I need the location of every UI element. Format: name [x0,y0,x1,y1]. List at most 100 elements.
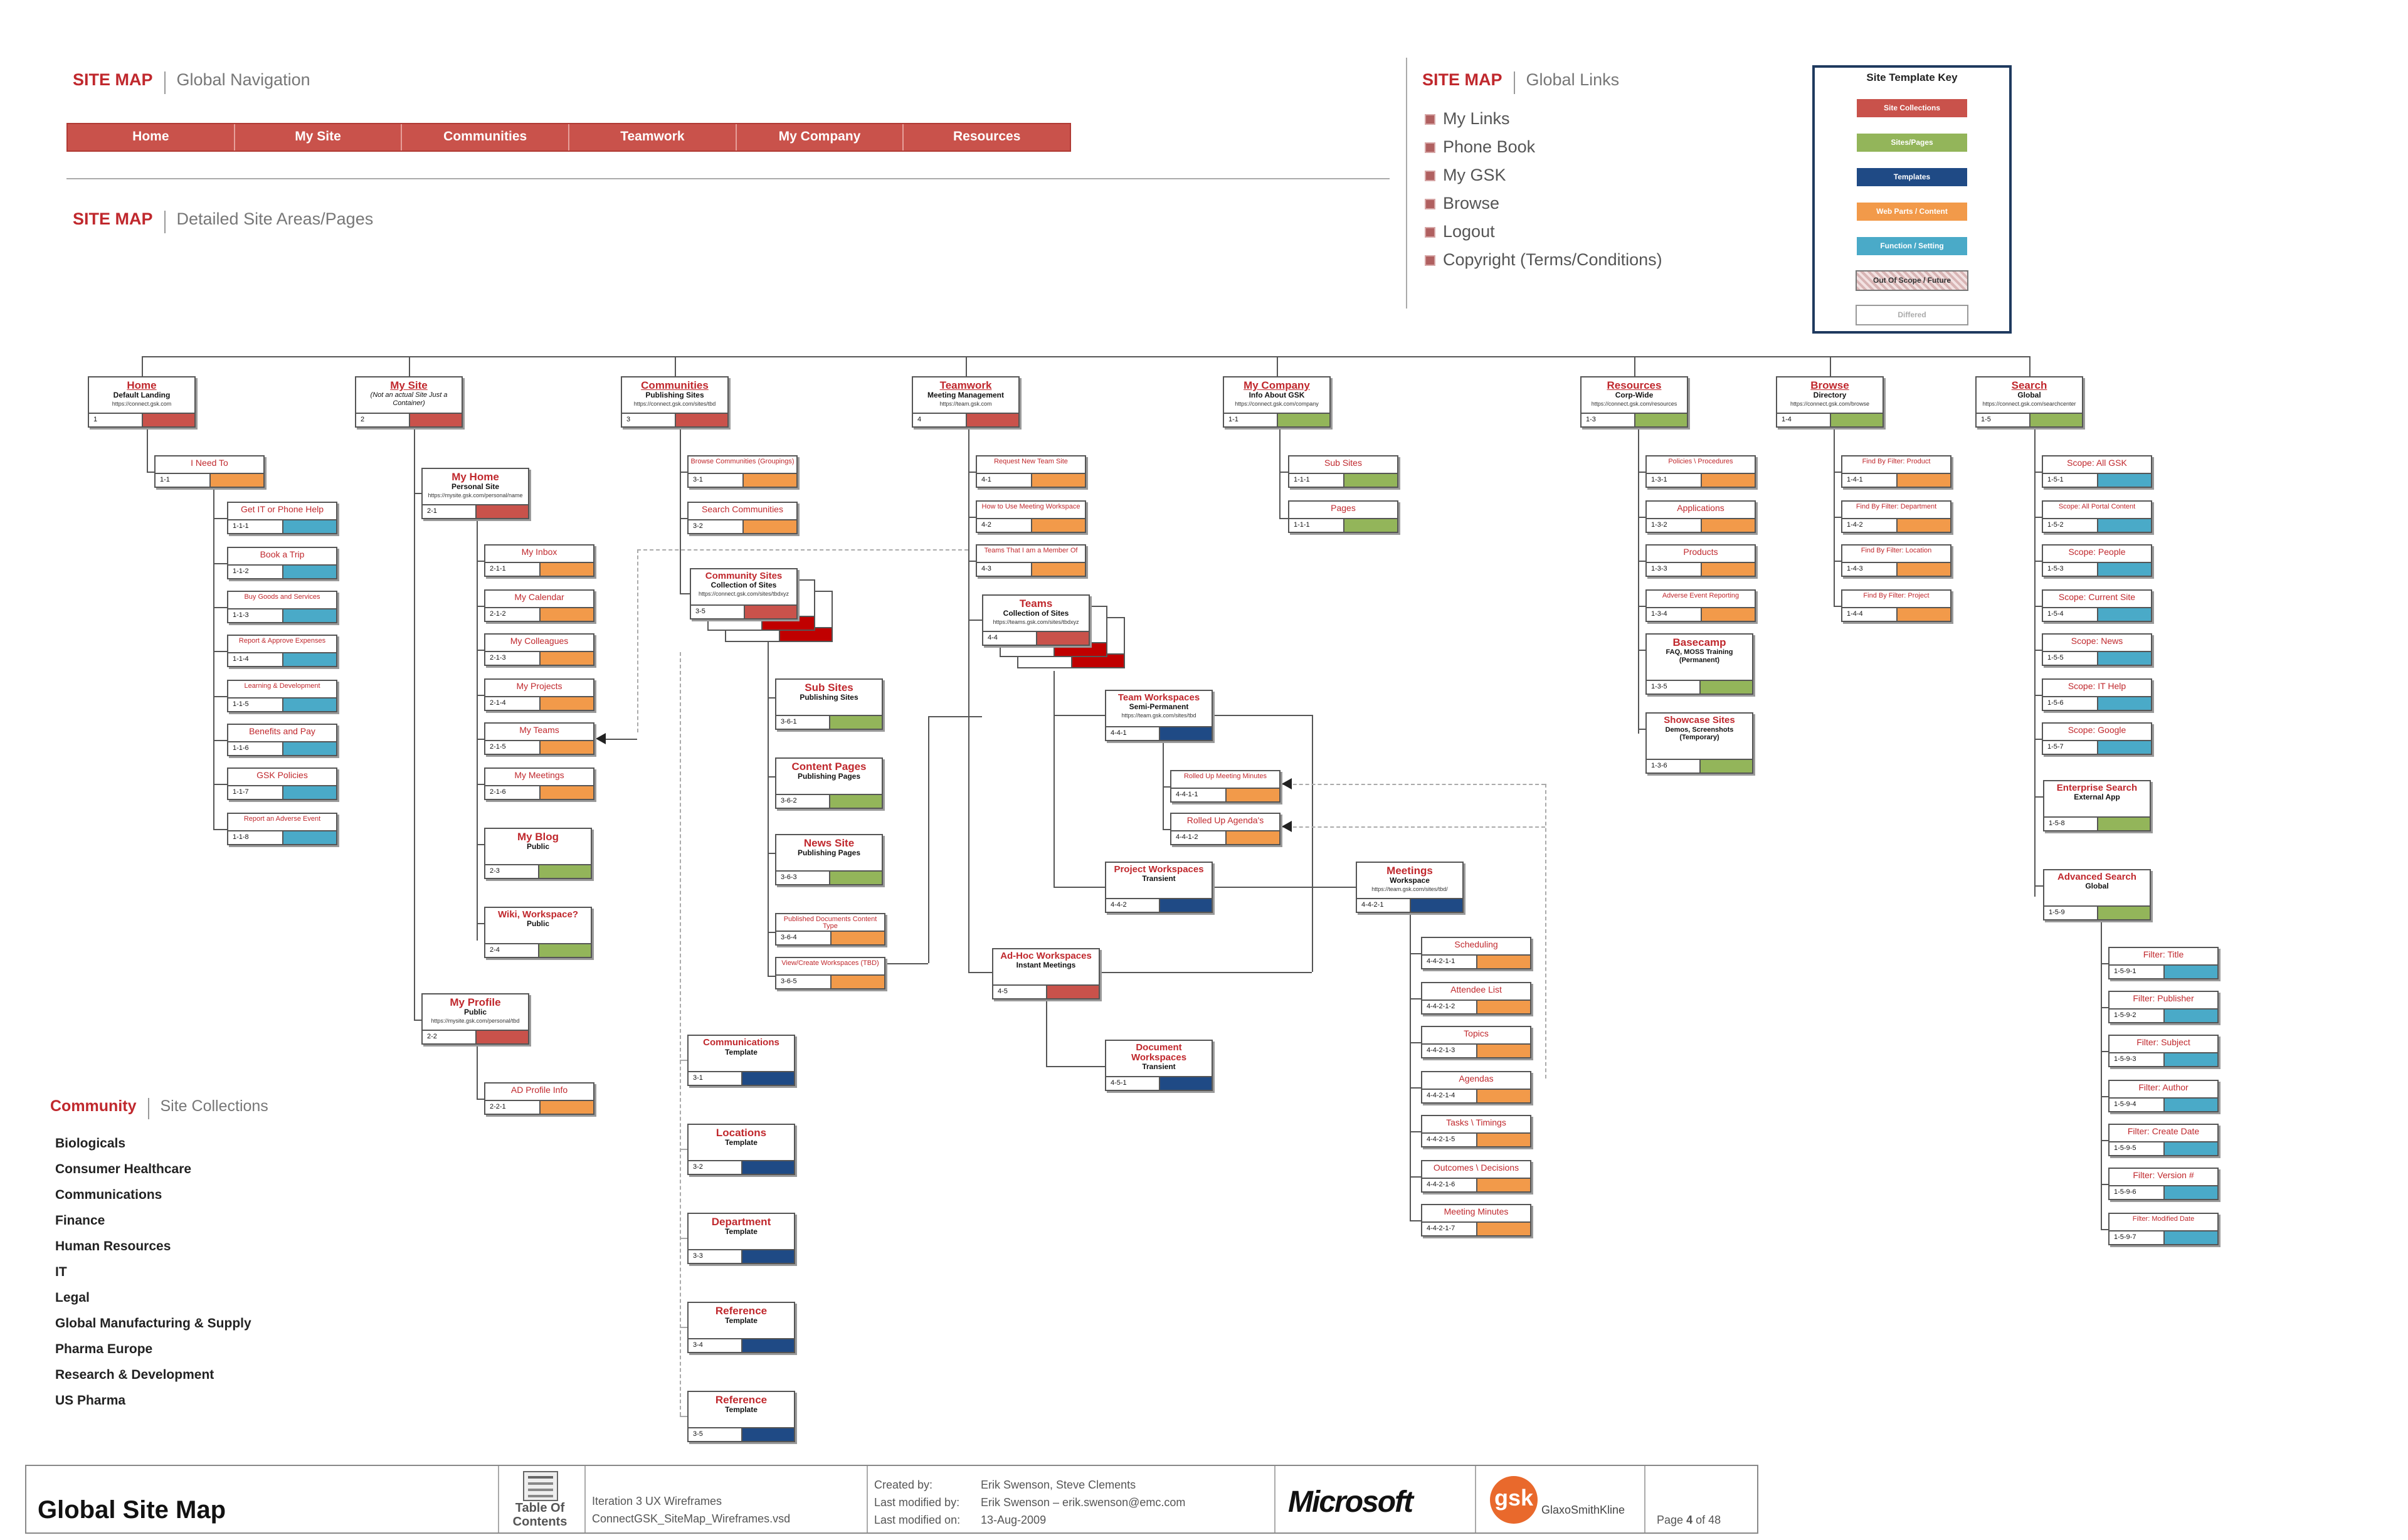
node-title[interactable]: Scope: All GSK [2067,458,2127,468]
global-link-item[interactable]: Browse [1425,194,1662,213]
node-title[interactable]: Published Documents Content Type [783,915,877,930]
node-title[interactable]: Pages [1331,503,1356,513]
node-title[interactable]: Team Workspaces [1117,692,1200,703]
node-title[interactable]: Browse Communities (Groupings) [690,458,795,465]
community-item[interactable]: IT [55,1265,67,1279]
node-title[interactable]: Attendee List [1450,984,1502,994]
node-title[interactable]: Policies \ Procedures [1668,458,1733,465]
node-title[interactable]: Home [127,379,157,391]
node-title[interactable]: Benefits and Pay [249,726,315,736]
node-title[interactable]: Scope: Current Site [2058,592,2136,602]
node-title[interactable]: Topics [1464,1028,1489,1038]
community-item[interactable]: Research & Development [55,1368,214,1382]
nav-tab-teamwork[interactable]: Teamwork [569,124,737,150]
node-title[interactable]: My Calendar [514,592,564,602]
node-title[interactable]: Search Communities [702,504,783,514]
node-title[interactable]: Resources [1607,379,1662,391]
node-title[interactable]: Reference [715,1305,768,1317]
community-item[interactable]: US Pharma [55,1393,126,1408]
node-title[interactable]: Outcomes \ Decisions [1433,1163,1519,1173]
node-title[interactable]: Filter: Author [2138,1082,2189,1092]
node-title[interactable]: Advanced Search [2057,872,2136,882]
node-title[interactable]: Teams That I am a Member Of [984,547,1078,554]
node-title[interactable]: View/Create Workspaces (TBD) [781,959,879,967]
node-title[interactable]: Content Pages [791,761,867,773]
node-title[interactable]: Find By Filter: Department [1856,503,1937,510]
node-title[interactable]: Products [1683,547,1718,557]
node-url[interactable]: https://connect.gsk.com/browse [1790,400,1870,407]
node-url[interactable]: https://connect.gsk.com [112,400,172,407]
community-item[interactable]: Finance [55,1213,105,1228]
community-item[interactable]: Biologicals [55,1136,126,1151]
node-url[interactable]: https://connect.gsk.com/sites/tbdxyz [698,590,789,597]
node-title[interactable]: Tasks \ Timings [1446,1117,1506,1127]
node-title[interactable]: Teamwork [939,379,992,391]
node-title[interactable]: Filter: Title [2143,949,2184,959]
node-title[interactable]: Department [711,1216,771,1228]
node-title[interactable]: Meetings [1386,865,1433,877]
node-title[interactable]: Ad-Hoc Workspaces [1000,951,1092,961]
node-title[interactable]: Community Sites [705,571,783,581]
node-title[interactable]: How to Use Meeting Workspace [981,503,1080,510]
community-item[interactable]: Legal [55,1290,90,1305]
nav-tab-my-site[interactable]: My Site [235,124,403,150]
node-title[interactable]: Search [2011,379,2047,391]
node-title[interactable]: My Site [390,379,428,391]
node-url[interactable]: https://mysite.gsk.com/personal/name [428,492,523,498]
nav-tab-home[interactable]: Home [68,124,235,150]
node-title[interactable]: Enterprise Search [2056,783,2138,793]
node-title[interactable]: Showcase Sites [1664,715,1735,725]
node-url[interactable]: https://teams.gsk.com/sites/tbdxyz [993,618,1079,625]
node-title[interactable]: GSK Policies [256,770,308,780]
node-title[interactable]: Find By Filter: Location [1861,547,1932,554]
node-title[interactable]: Agendas [1459,1073,1494,1084]
node-title[interactable]: My Inbox [521,547,557,557]
node-title[interactable]: Filter: Version # [2133,1170,2194,1180]
sitemap-node[interactable]: Browse Communities (Groupings)3-1 [687,455,798,488]
node-title[interactable]: My Blog [517,831,559,843]
node-title[interactable]: Sub Sites [805,682,853,694]
node-title[interactable]: News Site [803,837,855,849]
toc-label[interactable]: Table Of Contents [512,1501,568,1529]
node-title[interactable]: Locations [716,1127,767,1139]
global-link-item[interactable]: My Links [1425,109,1662,129]
node-title[interactable]: Buy Goods and Services [244,593,320,601]
